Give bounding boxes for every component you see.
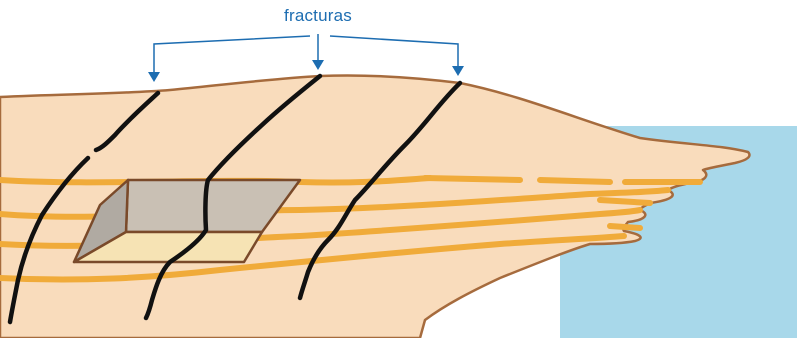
annotation-bracket: [154, 34, 458, 72]
bracket-left-arm: [154, 36, 310, 72]
arrowhead-right: [452, 66, 464, 76]
fractures-label: fracturas: [273, 6, 363, 26]
arrowhead-left: [148, 72, 160, 82]
arrowhead-center: [312, 60, 324, 70]
bracket-right-arm: [330, 36, 458, 66]
